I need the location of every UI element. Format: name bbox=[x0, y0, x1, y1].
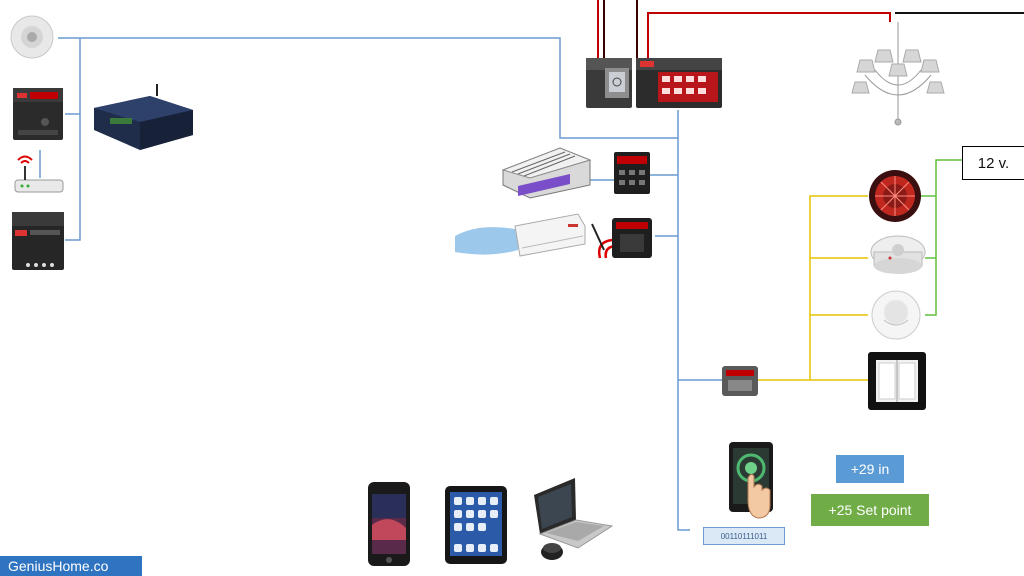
bus-wire-main bbox=[58, 37, 678, 139]
wall-touch-panel-icon bbox=[729, 442, 773, 519]
bus-wires bbox=[39, 37, 722, 531]
din-power-supply-icon bbox=[12, 212, 64, 270]
dry-contact-module-icon bbox=[722, 366, 758, 396]
din-relay-module-icon bbox=[13, 88, 63, 140]
smoke-detector-icon bbox=[870, 235, 926, 274]
ir-ac-gateway-icon bbox=[591, 218, 652, 259]
heat-detector-icon bbox=[869, 170, 921, 222]
power-wire-chandelier bbox=[647, 12, 891, 58]
smartphone-icon bbox=[368, 482, 410, 566]
sensor-wires-green bbox=[920, 159, 962, 316]
din-relay-bank-icon bbox=[636, 58, 722, 108]
hvac-controller-module-icon bbox=[614, 152, 650, 194]
din-logic-controller-icon bbox=[586, 58, 632, 108]
fan-coil-unit-icon bbox=[501, 147, 592, 199]
binary-signal-label: 00110111011 bbox=[703, 527, 785, 545]
brand-footer: GeniusHome.co bbox=[0, 556, 142, 576]
sensor-wires-yellow bbox=[758, 195, 868, 381]
chandelier-icon bbox=[851, 22, 945, 126]
split-ac-unit-icon bbox=[455, 213, 586, 257]
power-wires bbox=[597, 0, 1024, 58]
home-server-box-icon bbox=[94, 84, 193, 150]
light-switch-icon bbox=[868, 352, 926, 410]
temperature-in-badge: +29 in bbox=[836, 455, 904, 483]
set-point-badge: +25 Set point bbox=[811, 494, 929, 526]
laptop-icon bbox=[534, 478, 614, 560]
wire-heat bbox=[809, 195, 868, 380]
bus-wire-left-drop bbox=[65, 38, 81, 241]
bus-wire-trunk bbox=[677, 110, 690, 531]
voltage-label: 12 v. bbox=[962, 146, 1024, 180]
wire-12v-main bbox=[925, 159, 962, 316]
ceiling-sensor-icon bbox=[871, 290, 921, 340]
wifi-router-icon bbox=[14, 155, 64, 193]
tablet-icon bbox=[445, 486, 507, 564]
ceiling-motion-sensor-icon bbox=[10, 15, 54, 59]
